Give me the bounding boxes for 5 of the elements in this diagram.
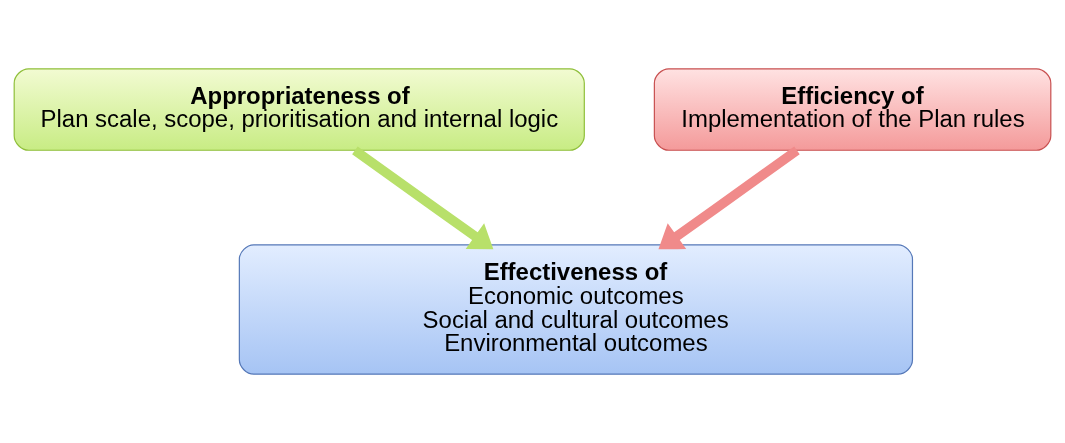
arrow bbox=[658, 146, 800, 250]
node-box: Appropriateness of Plan scale, scope, prioritisation and internal logic bbox=[13, 68, 585, 151]
arrow bbox=[352, 146, 494, 250]
node-box: Efficiency of Implementation of the Plan rules bbox=[653, 68, 1052, 151]
node-box: Effectiveness of Economic outcomes Social and cultural outcomes Environmental outcomes bbox=[238, 244, 914, 375]
